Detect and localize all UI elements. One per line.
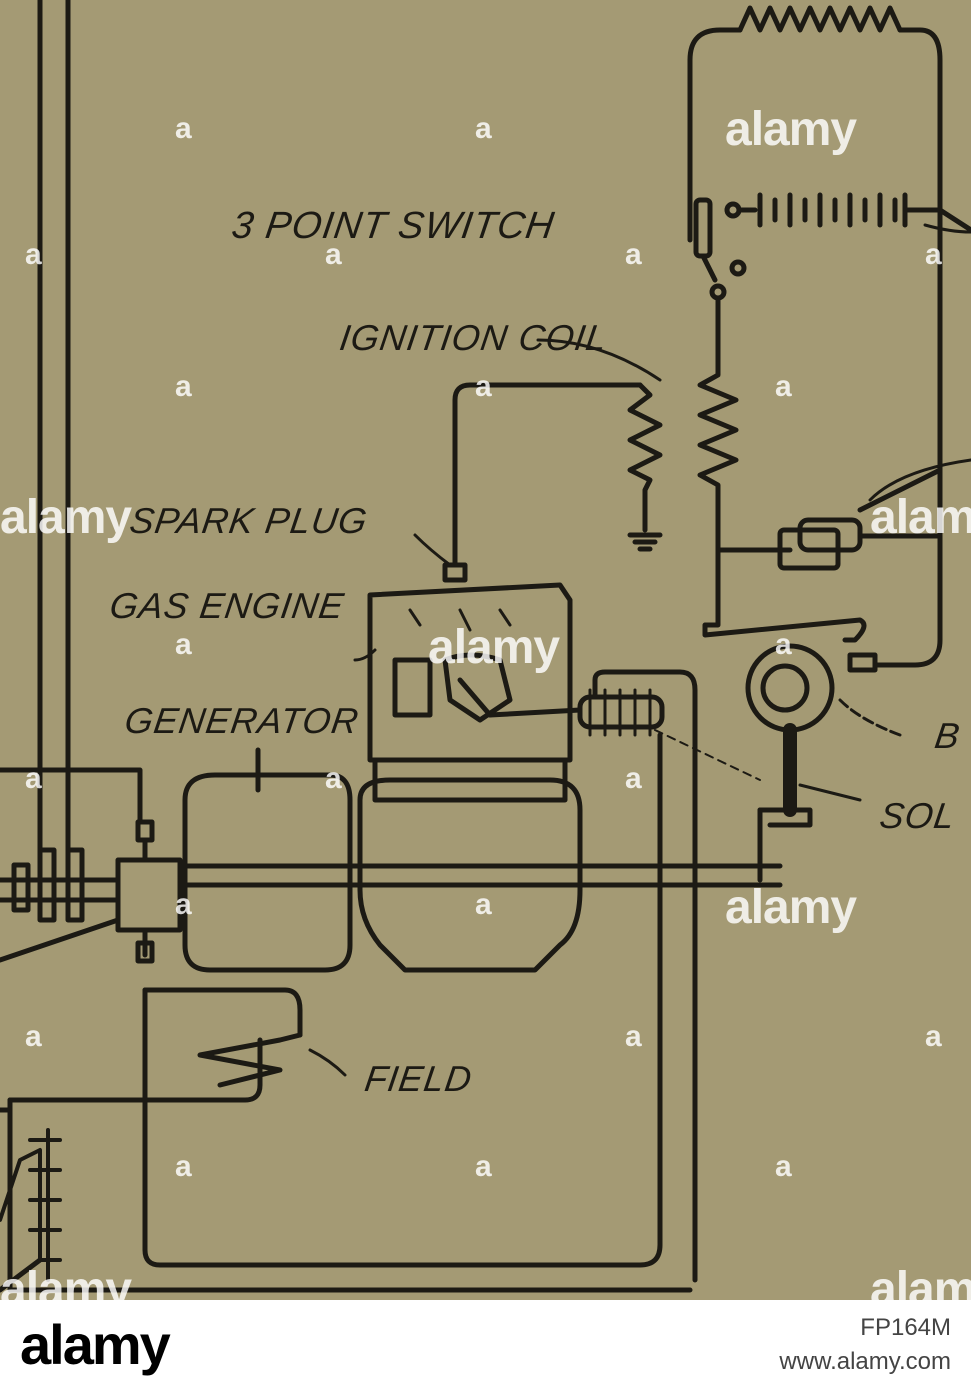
- watermark-a: a: [175, 628, 192, 661]
- watermark-a: a: [175, 370, 192, 403]
- watermark-a: a: [475, 112, 492, 145]
- watermark-a: a: [625, 238, 642, 271]
- site-url[interactable]: www.alamy.com: [779, 1348, 951, 1375]
- alamy-logo: alamy: [20, 1313, 171, 1376]
- stock-footer: alamy FP164M www.alamy.com: [0, 1300, 971, 1390]
- watermark-a: a: [925, 238, 942, 271]
- label-gas-engine: GAS ENGINE: [107, 585, 348, 626]
- watermark-bottom-left: alamy: [0, 1263, 132, 1300]
- wiring-diagram: 3 POINT SWITCH IGNITION COIL SPARK PLUG …: [0, 0, 971, 1300]
- watermark-a: a: [775, 1150, 792, 1183]
- watermark-bottom-right: alamy: [870, 1263, 971, 1300]
- watermark-a: a: [175, 112, 192, 145]
- watermark-a: a: [175, 888, 192, 921]
- watermark-center-top: alamy: [725, 103, 857, 156]
- watermark-lower: alamy: [725, 881, 857, 934]
- label-3-point-switch: 3 POINT SWITCH: [229, 205, 558, 247]
- watermark-right: alamy: [870, 491, 971, 544]
- watermark-a: a: [775, 370, 792, 403]
- image-id: FP164M: [860, 1314, 951, 1341]
- label-field: FIELD: [362, 1058, 475, 1099]
- watermark-center: alamy: [428, 621, 560, 674]
- watermark-a: a: [775, 628, 792, 661]
- watermark-a: a: [325, 762, 342, 795]
- label-sol-partial: SOL: [877, 795, 958, 836]
- watermark-a: a: [475, 888, 492, 921]
- watermark-a: a: [175, 1150, 192, 1183]
- label-generator: GENERATOR: [122, 700, 362, 741]
- watermark-a: a: [25, 238, 42, 271]
- watermark-a: a: [25, 762, 42, 795]
- watermark-a: a: [925, 1020, 942, 1053]
- watermark-left: alamy: [0, 491, 132, 544]
- watermark-a: a: [475, 1150, 492, 1183]
- watermark-a: a: [625, 1020, 642, 1053]
- circuit-drawing: [0, 0, 971, 1293]
- watermark-a: a: [25, 1020, 42, 1053]
- watermark-a: a: [625, 762, 642, 795]
- watermark-a: a: [475, 370, 492, 403]
- watermark-a: a: [325, 238, 342, 271]
- label-ignition-coil: IGNITION COIL: [337, 317, 610, 358]
- label-spark-plug: SPARK PLUG: [127, 500, 371, 541]
